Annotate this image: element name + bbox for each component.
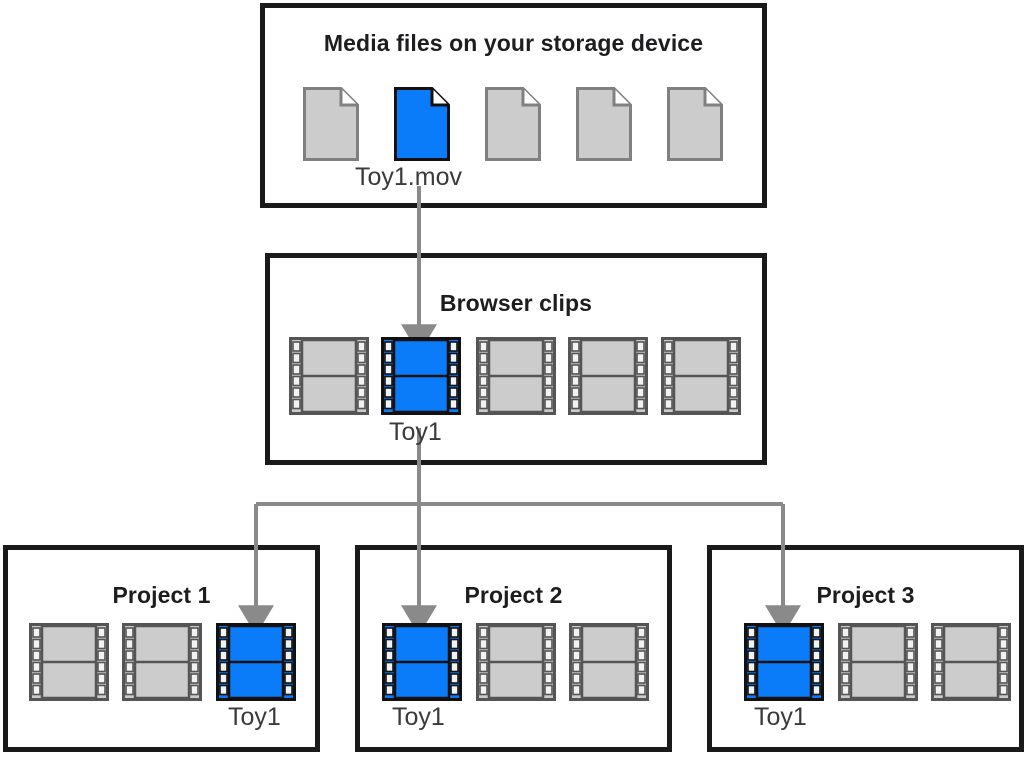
project-1-panel	[3, 545, 320, 752]
project-3-clip-1-highlighted[interactable]	[744, 623, 824, 701]
media-file-3[interactable]	[485, 87, 541, 161]
browser-clip-2-highlighted[interactable]	[381, 337, 461, 415]
browser-clips-panel	[265, 253, 767, 465]
media-file-5[interactable]	[667, 87, 723, 161]
project-3-panel	[707, 545, 1024, 752]
project-1-title: Project 1	[112, 582, 211, 608]
project-1-clip-1[interactable]	[29, 623, 109, 701]
media-file-4[interactable]	[576, 87, 632, 161]
browser-clip-4[interactable]	[568, 337, 648, 415]
project-2-title: Project 2	[464, 582, 563, 608]
project-1-clip-2[interactable]	[122, 623, 202, 701]
project-1-clip-3-highlighted[interactable]	[216, 623, 296, 701]
project-2-panel	[355, 545, 672, 752]
media-files-title: Media files on your storage device	[323, 30, 704, 56]
project-2-clip-1-highlighted[interactable]	[382, 623, 462, 701]
browser-clips-title: Browser clips	[439, 290, 593, 316]
media-file-caption: Toy1.mov	[355, 163, 462, 191]
browser-clip-3[interactable]	[476, 337, 556, 415]
project-2-clip-2[interactable]	[476, 623, 556, 701]
project-1-caption: Toy1	[228, 703, 281, 731]
project-2-caption: Toy1	[392, 703, 445, 731]
browser-clip-5[interactable]	[661, 337, 741, 415]
media-file-1[interactable]	[303, 87, 359, 161]
project-3-caption: Toy1	[754, 703, 807, 731]
media-file-2-highlighted[interactable]	[394, 87, 450, 161]
browser-clip-caption: Toy1	[389, 418, 442, 446]
project-3-title: Project 3	[816, 582, 915, 608]
browser-clip-1[interactable]	[289, 337, 369, 415]
project-3-clip-3[interactable]	[931, 623, 1011, 701]
media-files-panel	[260, 3, 767, 208]
project-3-clip-2[interactable]	[838, 623, 918, 701]
project-2-clip-3[interactable]	[569, 623, 649, 701]
